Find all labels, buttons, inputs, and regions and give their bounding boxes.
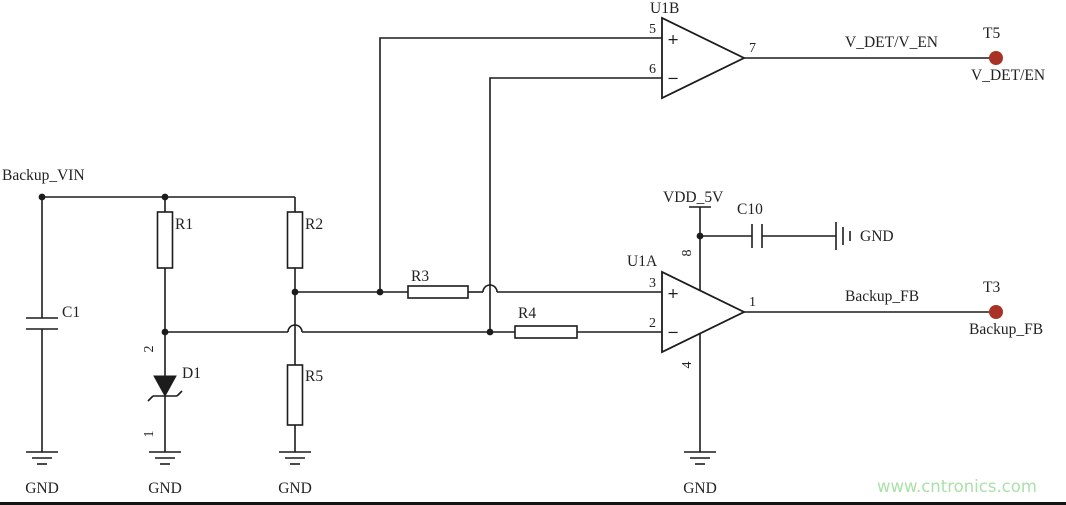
u1a-minus-sign: − xyxy=(667,325,679,341)
gnd-label: GND xyxy=(148,480,182,497)
net-label-v-det-v-en: V_DET/V_EN xyxy=(845,34,938,51)
ref-label-c10: C10 xyxy=(737,201,763,218)
wire-hop xyxy=(287,324,303,333)
terminal-t5-ref: T5 xyxy=(983,25,1000,42)
gnd-label: GND xyxy=(278,480,312,497)
net-label-backup-vin: Backup_VIN xyxy=(2,167,85,184)
ref-label-d1: D1 xyxy=(182,365,201,382)
terminal-t3-name: Backup_FB xyxy=(969,321,1043,338)
gnd-symbol-c10: GND xyxy=(835,222,894,250)
d1-pin-1-label: 1 xyxy=(142,431,157,438)
supply-vdd-5v: VDD_5V xyxy=(663,189,724,290)
watermark-text: www.cntronics.com xyxy=(877,477,1037,496)
opamp-u1a: U1A 3 2 1 + − 8 4 xyxy=(627,250,756,369)
bottom-frame-line xyxy=(0,502,1066,505)
u1a-triangle xyxy=(661,270,747,354)
gnd-symbol-r5: GND xyxy=(278,451,312,497)
wire-riser-u1b-pos xyxy=(379,37,662,292)
ref-label-r4: R4 xyxy=(518,305,536,322)
zener-diode-d1: D1 2 1 xyxy=(142,332,201,452)
u1a-pin-8-label: 8 xyxy=(680,250,695,257)
output-t5: V_DET/V_EN T5 V_DET/EN xyxy=(744,25,1045,84)
ref-label-r2: R2 xyxy=(305,216,323,233)
u1b-pin-5-label: 5 xyxy=(649,22,656,37)
net-label-backup-fb: Backup_FB xyxy=(845,288,919,305)
u1a-pin-1-label: 1 xyxy=(749,295,756,310)
gnd-label: GND xyxy=(25,480,59,497)
terminal-t3-dot xyxy=(989,305,1003,319)
d1-triangle xyxy=(153,375,177,398)
resistor-r3-rail: R3 xyxy=(291,268,662,299)
terminal-t5-dot xyxy=(989,51,1003,65)
gnd-label: GND xyxy=(860,228,894,245)
net-label-vdd-5v: VDD_5V xyxy=(663,189,724,206)
capacitor-c1: C1 xyxy=(26,197,80,452)
terminal-t3-ref: T3 xyxy=(983,279,1000,296)
d1-pin-2-label: 2 xyxy=(142,346,157,353)
ref-label-r3: R3 xyxy=(411,268,429,285)
r4-body xyxy=(514,325,578,339)
output-t3: Backup_FB T3 Backup_FB xyxy=(744,279,1043,338)
r1-body xyxy=(156,211,174,269)
u1a-plus-sign: + xyxy=(667,286,679,302)
u1b-plus-sign: + xyxy=(667,32,679,48)
junction-dot xyxy=(161,328,169,336)
wire-riser-u1b-neg xyxy=(489,77,662,332)
u1b-pin-7-label: 7 xyxy=(749,41,756,56)
gnd-symbol-c1: GND xyxy=(25,451,59,497)
u1a-pin-2-label: 2 xyxy=(649,316,656,331)
resistor-r1: R1 xyxy=(156,197,193,332)
r5-body xyxy=(286,364,304,426)
u1b-pin-6-label: 6 xyxy=(649,62,656,77)
opamp-u1b: U1B 5 6 7 + − xyxy=(649,0,756,100)
ref-label-u1a: U1A xyxy=(627,253,658,270)
junction-dot xyxy=(291,288,299,296)
gnd-symbol-u1a: GND xyxy=(683,334,717,497)
u1a-pin-3-label: 3 xyxy=(649,276,656,291)
resistor-r2: R2 xyxy=(286,197,323,292)
r3-body xyxy=(407,285,469,299)
ref-label-c1: C1 xyxy=(62,304,80,321)
gnd-symbol-d1: GND xyxy=(148,451,182,497)
ref-label-r1: R1 xyxy=(175,216,193,233)
gnd-label: GND xyxy=(683,480,717,497)
ref-label-r5: R5 xyxy=(305,368,323,385)
d1-zener-tick-right xyxy=(176,390,183,397)
r2-body xyxy=(286,211,304,269)
capacitor-c10: C10 xyxy=(700,201,836,248)
u1a-pin-4-label: 4 xyxy=(680,362,695,369)
u1b-triangle xyxy=(661,16,747,100)
resistor-r4-rail: R4 xyxy=(161,305,662,339)
d1-zener-tick-left xyxy=(147,395,154,402)
ref-label-u1b: U1B xyxy=(650,0,679,17)
terminal-t5-name: V_DET/EN xyxy=(971,67,1045,84)
net-rail-backup-vin: Backup_VIN xyxy=(2,167,295,201)
resistor-r5: R5 xyxy=(286,292,323,452)
u1b-minus-sign: − xyxy=(667,71,679,87)
